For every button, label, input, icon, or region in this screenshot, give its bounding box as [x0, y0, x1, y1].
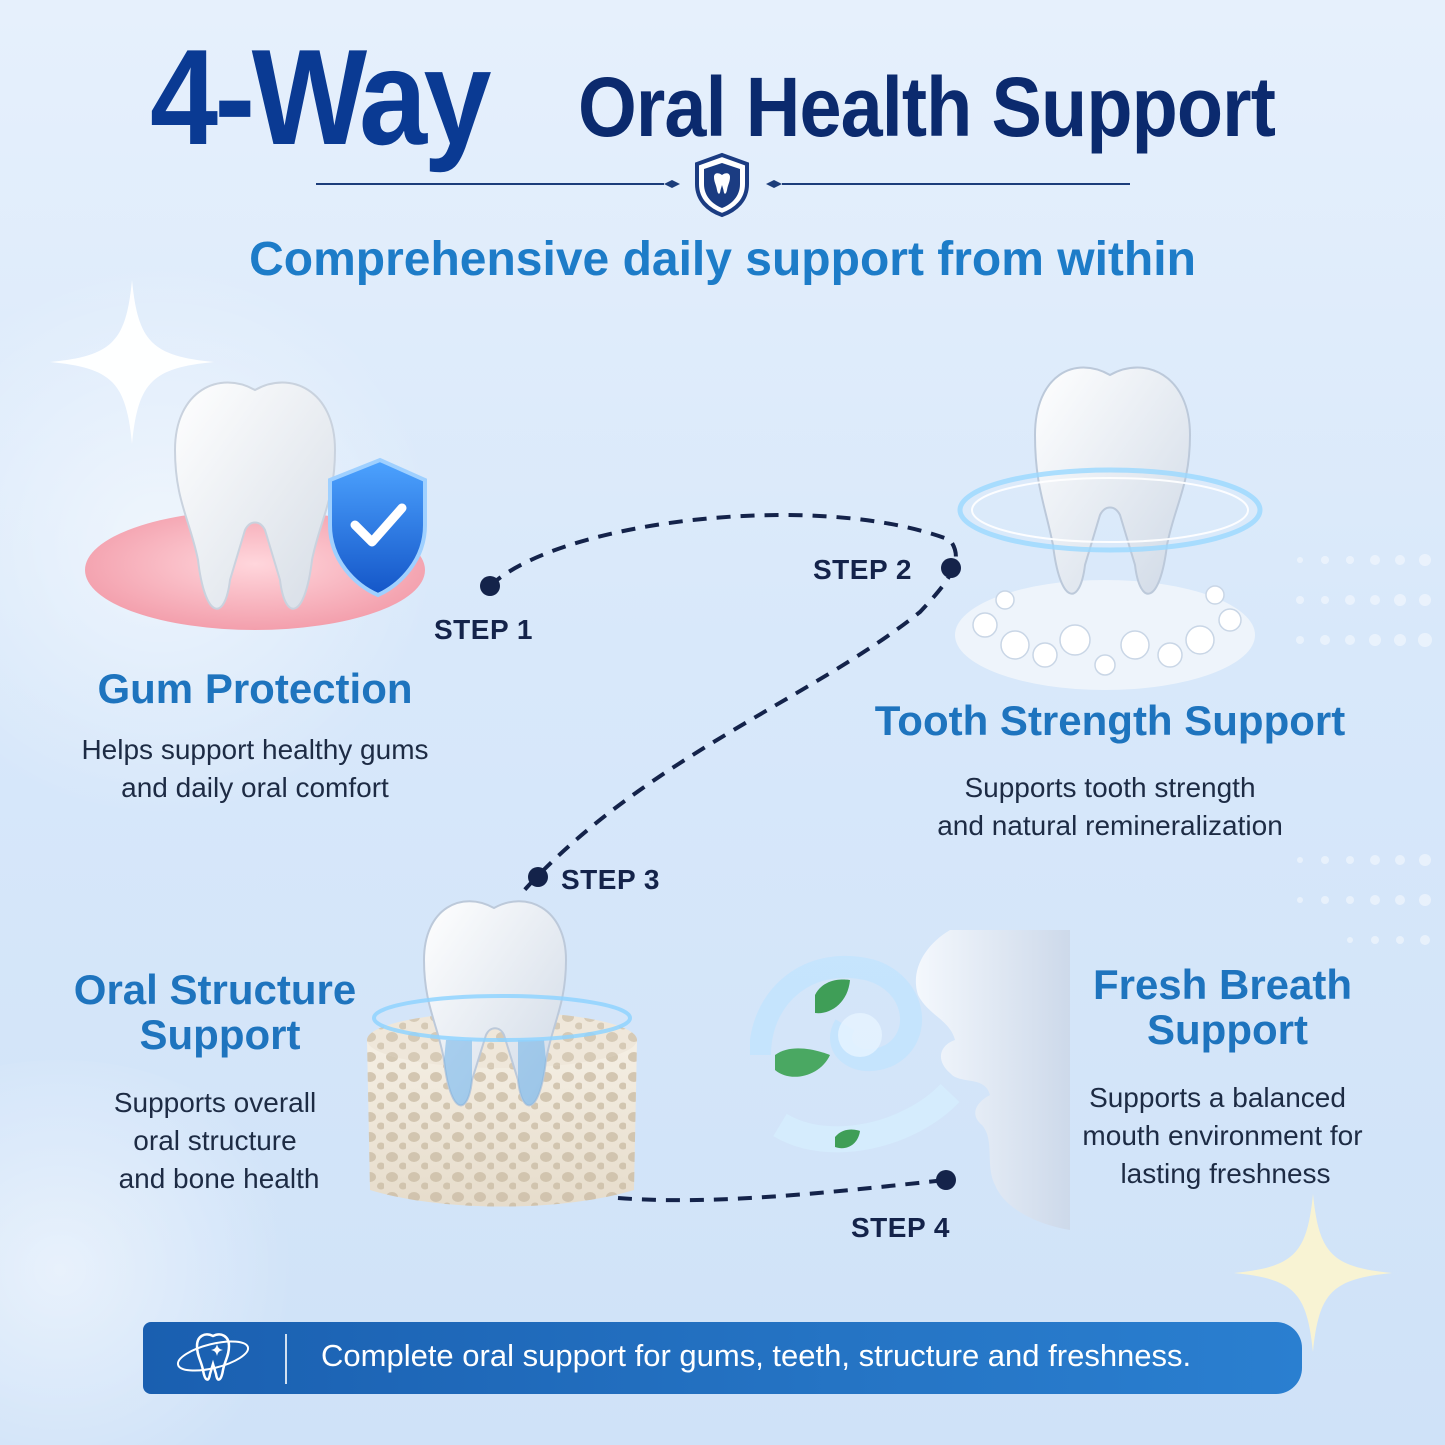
feature-desc-line: oral structure — [133, 1125, 297, 1156]
fresh-breath-icon — [750, 930, 1070, 1230]
page-subtitle: Comprehensive daily support from within — [249, 233, 1196, 286]
feature-desc-line: and daily oral comfort — [121, 772, 389, 803]
page-title: Oral Health Support — [578, 60, 1276, 154]
mint-leaf-icon — [775, 1048, 830, 1077]
sparkle-icon — [50, 280, 214, 444]
feature-desc-line: Helps support healthy gums — [81, 734, 429, 765]
banner-text: Complete oral support for gums, teeth, s… — [321, 1338, 1192, 1373]
mint-leaf-icon — [835, 1129, 860, 1149]
feature-desc-line: mouth environment for — [1082, 1120, 1363, 1151]
summary-banner: Complete oral support for gums, teeth, s… — [143, 1322, 1302, 1394]
step-marker — [936, 1170, 956, 1190]
tooth-gum-shield-icon — [85, 381, 427, 630]
step-marker — [941, 558, 961, 578]
feature-title-fresh-breath-line2: Support — [1147, 1006, 1308, 1053]
title-highlight: 4-Way — [150, 21, 492, 173]
step-label-4: STEP 4 — [851, 1212, 950, 1243]
feature-desc-line: Supports a balanced — [1089, 1082, 1346, 1113]
mint-leaf-icon — [815, 979, 850, 1014]
shield-tooth-icon — [695, 152, 749, 218]
feature-desc-line: and bone health — [118, 1163, 320, 1194]
title-divider — [316, 180, 1130, 188]
banner-divider — [285, 1334, 287, 1384]
step-marker — [528, 867, 548, 887]
feature-title-oral-structure: Oral Structure — [73, 966, 357, 1013]
feature-desc-line: lasting freshness — [1120, 1158, 1331, 1189]
step-label-2: STEP 2 — [813, 554, 912, 585]
page-header: 4-Way Oral Health Support — [0, 22, 1445, 172]
feature-desc-line: and natural remineralization — [937, 810, 1283, 841]
step-label-1: STEP 1 — [434, 614, 533, 645]
feature-title-oral-structure-line2: Support — [139, 1011, 301, 1058]
step-marker — [480, 576, 500, 596]
sparkle-tooth-icon — [176, 1333, 250, 1381]
tooth-bubbles-icon — [955, 366, 1263, 690]
step-label-3: STEP 3 — [561, 864, 660, 895]
feature-title-gum-protection: Gum Protection — [97, 665, 413, 712]
sparkle-icon — [1234, 1194, 1392, 1352]
feature-desc-line: Supports overall — [113, 1087, 317, 1118]
feature-title-fresh-breath: Fresh Breath — [1092, 961, 1353, 1008]
feature-desc-line: Supports tooth strength — [964, 772, 1256, 803]
tooth-bone-icon — [367, 900, 637, 1207]
feature-title-tooth-strength: Tooth Strength Support — [874, 697, 1346, 744]
